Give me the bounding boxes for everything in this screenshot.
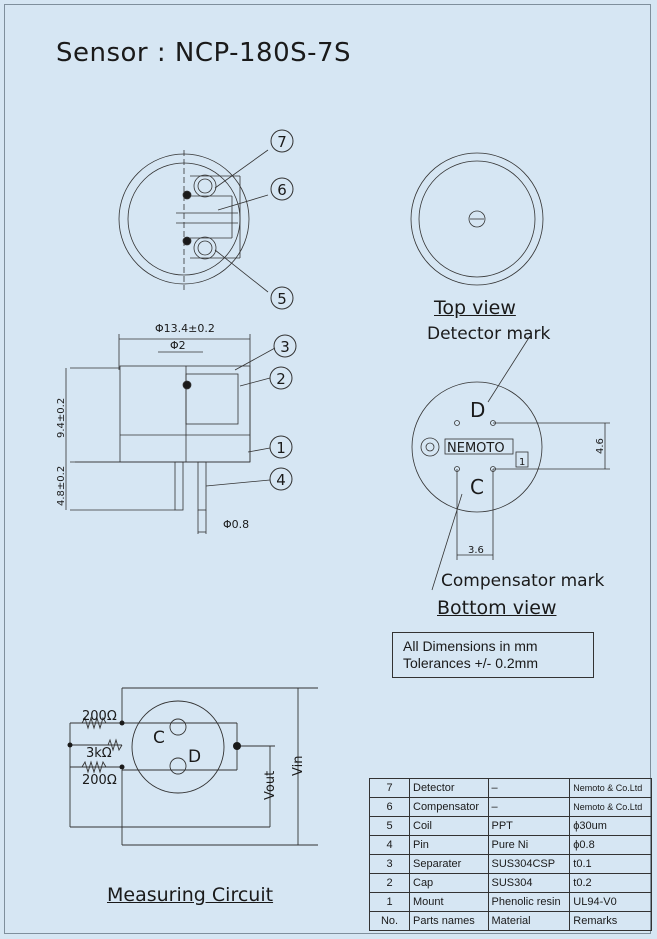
cell-part: Detector bbox=[409, 778, 489, 798]
cell-part: Cap bbox=[409, 873, 489, 893]
cell-material: SUS304CSP bbox=[487, 854, 571, 874]
marker-3-balloon bbox=[273, 334, 297, 358]
detector-letter: D bbox=[470, 398, 485, 422]
bottom-view-drawing bbox=[411, 335, 610, 591]
vin-label: Vin bbox=[291, 756, 306, 776]
dim-height: 9.4±0.2 bbox=[56, 398, 67, 438]
top-view-drawing bbox=[410, 152, 544, 286]
compensator-mark-label: Compensator mark bbox=[441, 571, 605, 591]
cell-no: 5 bbox=[369, 816, 410, 836]
dim-phi2: Φ2 bbox=[170, 339, 186, 352]
cell-material: – bbox=[487, 797, 571, 817]
marker-2-balloon bbox=[269, 366, 293, 390]
marker-4: 4 bbox=[276, 471, 286, 489]
marker-5: 5 bbox=[277, 290, 287, 308]
dimension-note: All Dimensions in mm Tolerances +/- 0.2m… bbox=[392, 632, 594, 678]
cell-part: Parts names bbox=[409, 911, 489, 931]
cell-material: Pure Ni bbox=[487, 835, 571, 855]
cell-no: 3 bbox=[369, 854, 410, 874]
dim-spacing-v: 4.6 bbox=[595, 438, 606, 454]
compensator-letter: C bbox=[470, 475, 484, 499]
cell-part: Separater bbox=[409, 854, 489, 874]
cell-material: SUS304 bbox=[487, 873, 571, 893]
cell-part: Coil bbox=[409, 816, 489, 836]
marker-5-balloon bbox=[270, 286, 294, 310]
cell-no: 4 bbox=[369, 835, 410, 855]
cell-no: 6 bbox=[369, 797, 410, 817]
cell-material: Phenolic resin bbox=[487, 892, 571, 912]
cell-remarks: Nemoto & Co.Ltd bbox=[569, 778, 652, 798]
marker-3: 3 bbox=[280, 338, 290, 356]
resistor-top-label: 200Ω bbox=[82, 709, 117, 724]
dim-spacing-h: 3.6 bbox=[468, 545, 484, 556]
cell-no: 7 bbox=[369, 778, 410, 798]
marker-1-balloon bbox=[269, 435, 293, 459]
detector-mark-label: Detector mark bbox=[427, 324, 551, 344]
cell-remarks: UL94-V0 bbox=[569, 892, 652, 912]
dim-pin-dia: Φ0.8 bbox=[223, 518, 249, 531]
dim-diameter: Φ13.4±0.2 bbox=[155, 322, 215, 335]
cell-material: Material bbox=[487, 911, 571, 931]
marker-4-balloon bbox=[269, 467, 293, 491]
marker-7: 7 bbox=[277, 133, 287, 151]
dim-pin-length: 4.8±0.2 bbox=[56, 466, 67, 506]
marker-7-balloon bbox=[270, 129, 294, 153]
cell-remarks: ϕ0.8 bbox=[569, 835, 652, 855]
cell-material: PPT bbox=[487, 816, 571, 836]
internal-view bbox=[118, 149, 269, 293]
cell-remarks: Nemoto & Co.Ltd bbox=[569, 797, 652, 817]
side-view-drawing bbox=[65, 334, 276, 534]
marker-2: 2 bbox=[276, 370, 286, 388]
cell-remarks: ϕ30um bbox=[569, 816, 652, 836]
circuit-c-label: C bbox=[153, 728, 165, 748]
cell-no: 1 bbox=[369, 892, 410, 912]
circuit-d-label: D bbox=[188, 747, 201, 767]
cell-remarks: Remarks bbox=[569, 911, 652, 931]
cell-part: Mount bbox=[409, 892, 489, 912]
resistor-mid-label: 3kΩ bbox=[86, 746, 112, 761]
note-line-2: Tolerances +/- 0.2mm bbox=[403, 655, 538, 671]
cell-no: No. bbox=[369, 911, 410, 931]
cell-remarks: t0.1 bbox=[569, 854, 652, 874]
drawing-frame bbox=[4, 4, 651, 934]
cell-material: – bbox=[487, 778, 571, 798]
page-title: Sensor : NCP-180S-7S bbox=[56, 38, 352, 68]
bottom-view-title: Bottom view bbox=[437, 597, 557, 619]
cell-no: 2 bbox=[369, 873, 410, 893]
note-line-1: All Dimensions in mm bbox=[403, 638, 538, 654]
cell-remarks: t0.2 bbox=[569, 873, 652, 893]
pin1-label: 1 bbox=[519, 457, 525, 468]
marker-1: 1 bbox=[276, 439, 286, 457]
cell-part: Compensator bbox=[409, 797, 489, 817]
vout-label: Vout bbox=[263, 771, 278, 800]
brand-label: NEMOTO bbox=[447, 441, 505, 456]
cell-part: Pin bbox=[409, 835, 489, 855]
top-view-title: Top view bbox=[434, 297, 516, 319]
resistor-bot-label: 200Ω bbox=[82, 773, 117, 788]
marker-6-balloon bbox=[270, 177, 294, 201]
marker-6: 6 bbox=[277, 181, 287, 199]
measuring-circuit-title: Measuring Circuit bbox=[107, 884, 274, 906]
measuring-circuit-drawing bbox=[69, 687, 318, 846]
